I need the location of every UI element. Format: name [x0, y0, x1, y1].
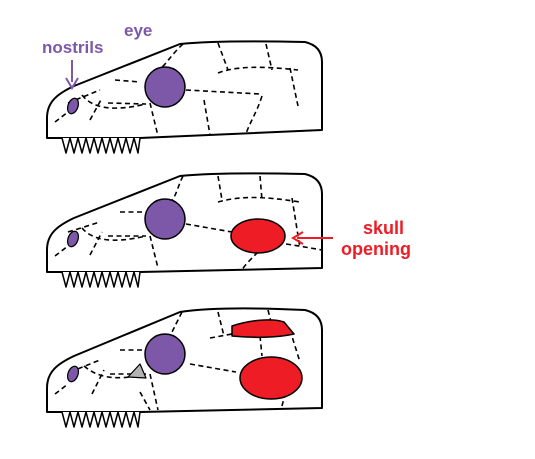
skull-2-teeth: [61, 271, 141, 288]
skull-3-lower-opening: [239, 356, 303, 400]
label-skull-opening-line1: skull: [363, 218, 404, 238]
label-skull-opening-line2: opening: [341, 239, 411, 259]
skull-1-eye: [144, 66, 186, 108]
skull-2-one-opening: [46, 172, 323, 288]
skull-3-preorbital-opening: [127, 363, 147, 379]
skull-3-eye: [144, 333, 186, 375]
skull-1-nostril: [66, 97, 80, 115]
skull-2-suture-lines: [54, 175, 323, 271]
skull-3-upper-opening: [231, 319, 295, 339]
label-nostrils: nostrils: [42, 38, 103, 57]
skull-2-eye: [144, 198, 186, 240]
label-skull-opening-group: skull opening: [291, 218, 411, 259]
skull-opening-arrow-head: [291, 231, 304, 245]
skull-2-opening: [230, 218, 286, 254]
skull-3-suture-lines: [54, 309, 301, 411]
nostrils-arrow-head: [65, 77, 79, 90]
label-nostrils-group: nostrils: [42, 38, 103, 90]
skull-1-no-opening: [46, 40, 323, 154]
skull-2-nostril: [66, 230, 80, 248]
skull-3-two-openings: [46, 307, 323, 428]
skull-1-teeth: [61, 137, 141, 154]
skull-1-suture-lines: [54, 42, 299, 137]
label-eye: eye: [124, 21, 152, 40]
skull-3-teeth: [61, 411, 141, 428]
skull-3-nostril: [66, 365, 80, 383]
